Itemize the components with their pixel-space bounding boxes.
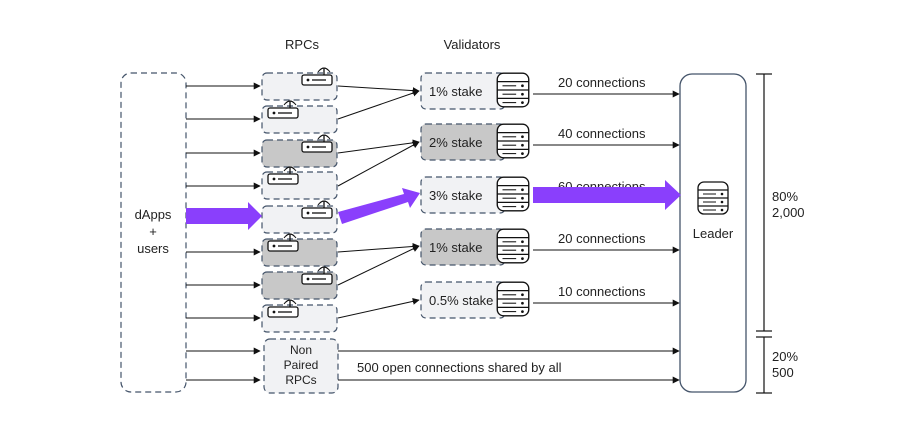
validator-database-icon xyxy=(496,228,530,264)
rpc-to-validator-arrow xyxy=(337,89,420,120)
validators-header: Validators xyxy=(444,37,501,52)
validator-stake-label: 1% stake xyxy=(429,240,482,255)
router-icon xyxy=(267,233,299,252)
dapps-users-box xyxy=(120,72,187,393)
bracket-20-pct: 20% xyxy=(772,349,798,364)
rpc-to-validator-arrow xyxy=(337,297,420,319)
rpc-to-validator-arrow xyxy=(337,139,420,154)
router-icon xyxy=(267,166,299,185)
shared-connections-label: 500 open connections shared by all xyxy=(357,360,562,375)
flow-arrow-rpc-to-validator xyxy=(338,188,420,224)
non-paired-line2: Paired xyxy=(284,358,319,372)
rpc-node xyxy=(261,266,338,300)
bracket-80-pct: 80% xyxy=(772,189,798,204)
router-icon xyxy=(301,266,333,285)
rpc-node xyxy=(261,233,338,267)
users-label: users xyxy=(137,241,169,256)
validator-stake-label: 2% stake xyxy=(429,135,482,150)
rpc-to-validator-arrow xyxy=(337,141,420,187)
validator-stake-label: 3% stake xyxy=(429,188,482,203)
non-paired-rpcs-box xyxy=(263,338,339,394)
validator-node: 1% stake 20 connections xyxy=(420,72,680,110)
rpc-node xyxy=(261,299,338,333)
validator-node: 2% stake 40 connections xyxy=(420,123,680,161)
rpc-to-validator-arrow xyxy=(337,242,420,253)
bracket-80 xyxy=(756,73,772,332)
non-paired-line1: Non xyxy=(290,343,312,357)
highlighted-flow xyxy=(186,180,681,230)
rpc-node xyxy=(261,166,338,200)
router-icon xyxy=(267,299,299,318)
user-to-rpc-arrows xyxy=(186,82,261,384)
rpc-list xyxy=(261,67,338,333)
validator-database-icon xyxy=(496,176,530,212)
rpc-node xyxy=(261,200,338,234)
flow-arrow-user-to-rpc xyxy=(186,202,262,230)
bracket-20-count: 500 xyxy=(772,365,794,380)
validator-connections-label: 10 connections xyxy=(558,284,646,299)
validator-connections-label: 20 connections xyxy=(558,75,646,90)
validator-stake-label: 1% stake xyxy=(429,84,482,99)
rpc-node xyxy=(261,100,338,134)
rpc-to-validator-arrows xyxy=(337,85,420,319)
rpc-to-validator-arrow xyxy=(337,245,420,286)
leader-box xyxy=(679,73,747,393)
dapps-label: dApps xyxy=(135,207,172,222)
validator-list: 1% stake 20 connections 2% stake 40 connect… xyxy=(420,72,680,319)
bracket-20 xyxy=(756,336,772,394)
validator-database-icon xyxy=(496,281,530,317)
validator-stake-label: 0.5% stake xyxy=(429,293,493,308)
validator-node: 0.5% stake 10 connections xyxy=(420,281,680,319)
non-paired-line3: RPCs xyxy=(285,373,316,387)
validator-database-icon xyxy=(496,123,530,159)
validator-node: 1% stake 20 connections xyxy=(420,228,680,266)
router-icon xyxy=(301,67,333,86)
rpc-node xyxy=(261,134,338,168)
bracket-80-count: 2,000 xyxy=(772,205,805,220)
validator-connections-label: 20 connections xyxy=(558,231,646,246)
rpcs-header: RPCs xyxy=(285,37,319,52)
leader-database-icon xyxy=(697,181,729,215)
validator-database-icon xyxy=(496,72,530,108)
router-icon xyxy=(301,134,333,153)
leader-label: Leader xyxy=(693,226,734,241)
rpc-to-validator-arrow xyxy=(337,85,420,95)
plus-label: + xyxy=(149,224,157,239)
rpc-node xyxy=(261,67,338,101)
router-icon xyxy=(267,100,299,119)
flow-arrow-validator-to-leader xyxy=(533,180,681,210)
validator-connections-label: 40 connections xyxy=(558,126,646,141)
router-icon xyxy=(301,200,333,219)
